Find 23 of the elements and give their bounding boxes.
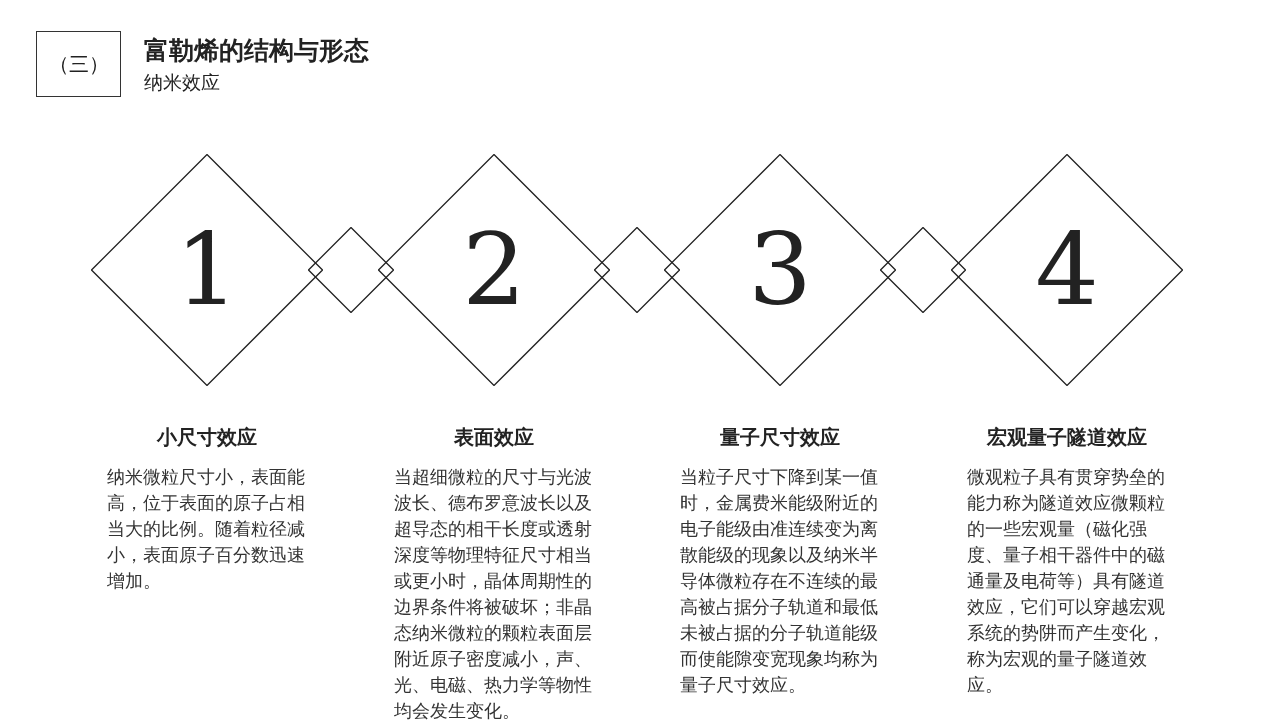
step-number: 2 [462, 220, 526, 320]
number-diamond [664, 154, 896, 386]
effect-description: 当超细微粒的尺寸与光波波长、德布罗意波长以及超导态的相干长度或透射深度等物理特征尺寸相当或更小时，晶体周期性的边界条件将被破坏；非晶态纳米微粒的颗粒表面层附近原子密度减小，声、光、电磁、热力学等物性均会发生变化。 [394, 465, 593, 720]
small-diamond [594, 227, 680, 313]
section-number: （三） [48, 51, 109, 78]
step-number: 4 [1035, 220, 1099, 320]
step-number: 1 [175, 220, 239, 320]
page-title: 富勒烯的结构与形态 [144, 35, 369, 67]
step-number: 3 [748, 220, 812, 320]
number-diamond [378, 154, 610, 386]
section-number-box [36, 31, 121, 97]
page-subtitle: 纳米效应 [144, 70, 220, 95]
effect-heading: 小尺寸效应 [157, 424, 257, 451]
number-diamond [951, 154, 1183, 386]
number-diamond [91, 154, 323, 386]
effect-description: 微观粒子具有贯穿势垒的能力称为隧道效应微颗粒的一些宏观量（磁化强度、量子相干器件中的磁通量及电荷等）具有隧道效应，它们可以穿越宏观系统的势阱而产生变化，称为宏观的量子隧道效应。 [967, 465, 1166, 697]
effect-description: 当粒子尺寸下降到某一值时，金属费米能级附近的电子能级由准连续变为离散能级的现象以及纳米半导体微粒存在不连续的最高被占据分子轨道和最低未被占据的分子轨道能级而使能隙变宽现象均称为量子尺寸效应。 [680, 465, 879, 697]
small-diamond [880, 227, 966, 313]
effect-description: 纳米微粒尺寸小，表面能高，位于表面的原子占相当大的比例。随着粒径减小，表面原子百分数迅速增加。 [107, 465, 306, 593]
effect-heading: 表面效应 [454, 424, 534, 451]
effect-heading: 宏观量子隧道效应 [987, 424, 1147, 451]
small-diamond [308, 227, 394, 313]
effect-heading: 量子尺寸效应 [720, 424, 840, 451]
